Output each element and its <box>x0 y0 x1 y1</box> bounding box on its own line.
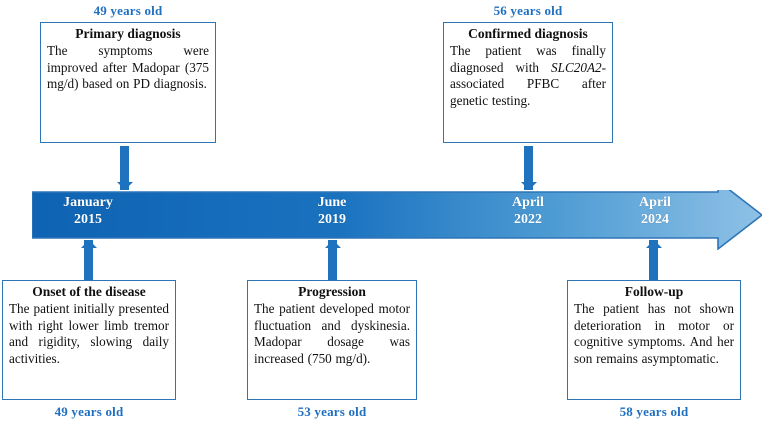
event-body-text-pre: The patient was finally diagnosed with <box>450 43 606 75</box>
timeline-date-2-month: June <box>317 195 347 210</box>
timeline-date-1-month: January <box>63 195 113 210</box>
connector-up-arrow-progression <box>324 240 341 282</box>
event-body-primary-diagnosis: The symptoms were improved after Madopar… <box>47 43 209 91</box>
event-title-progression: Progression <box>298 284 366 299</box>
gene-symbol-slc20a2: SLC20A2 <box>551 59 602 75</box>
event-box-confirmed-diagnosis: Confirmed diagnosis The patient was fina… <box>443 22 613 143</box>
timeline-date-4-year: 2024 <box>641 212 669 227</box>
connector-up-arrow-followup <box>645 240 662 282</box>
age-label-above-1: 49 years old <box>93 3 163 18</box>
connector-down-arrow-confirmed-diagnosis <box>520 146 537 190</box>
timeline-arrow <box>32 190 762 250</box>
event-title-onset-of-the-disease: Onset of the disease <box>32 284 146 299</box>
event-title-follow-up: Follow-up <box>624 284 684 299</box>
age-label-below-1: 49 years old <box>54 404 124 419</box>
event-title-confirmed-diagnosis: Confirmed diagnosis <box>468 26 588 41</box>
event-title-primary-diagnosis: Primary diagnosis <box>75 26 181 41</box>
timeline-date-3: April 2022 <box>478 194 578 228</box>
age-label-above-2: 56 years old <box>493 3 563 18</box>
event-body-progression: The patient developed motor fluctuation … <box>254 301 410 366</box>
event-body-onset-of-the-disease: The patient initially presented with rig… <box>9 301 169 366</box>
event-box-onset-of-the-disease: Onset of the disease The patient initial… <box>2 280 176 400</box>
timeline-date-1: January 2015 <box>38 194 138 228</box>
timeline-date-2-year: 2019 <box>318 212 346 227</box>
age-label-below-2: 53 years old <box>297 404 367 419</box>
timeline-date-3-year: 2022 <box>514 212 542 227</box>
timeline-date-3-month: April <box>512 195 544 210</box>
timeline-date-4-month: April <box>639 195 671 210</box>
event-box-follow-up: Follow-up The patient has not shown dete… <box>567 280 741 400</box>
timeline-date-2: June 2019 <box>282 194 382 228</box>
timeline-date-4: April 2024 <box>605 194 705 228</box>
event-box-primary-diagnosis: Primary diagnosis The symptoms were impr… <box>40 22 216 143</box>
event-body-text-post: -associated PFBC after genetic testing. <box>450 59 606 108</box>
event-body-follow-up: The patient has not shown deterioration … <box>574 301 734 366</box>
connector-down-arrow-primary-diagnosis <box>116 146 133 190</box>
connector-up-arrow-onset <box>80 240 97 282</box>
timeline-date-1-year: 2015 <box>74 212 102 227</box>
event-body-confirmed-diagnosis: The patient was finally diagnosed with S… <box>450 43 606 109</box>
age-label-below-3: 58 years old <box>619 404 689 419</box>
event-box-progression: Progression The patient developed motor … <box>247 280 417 400</box>
